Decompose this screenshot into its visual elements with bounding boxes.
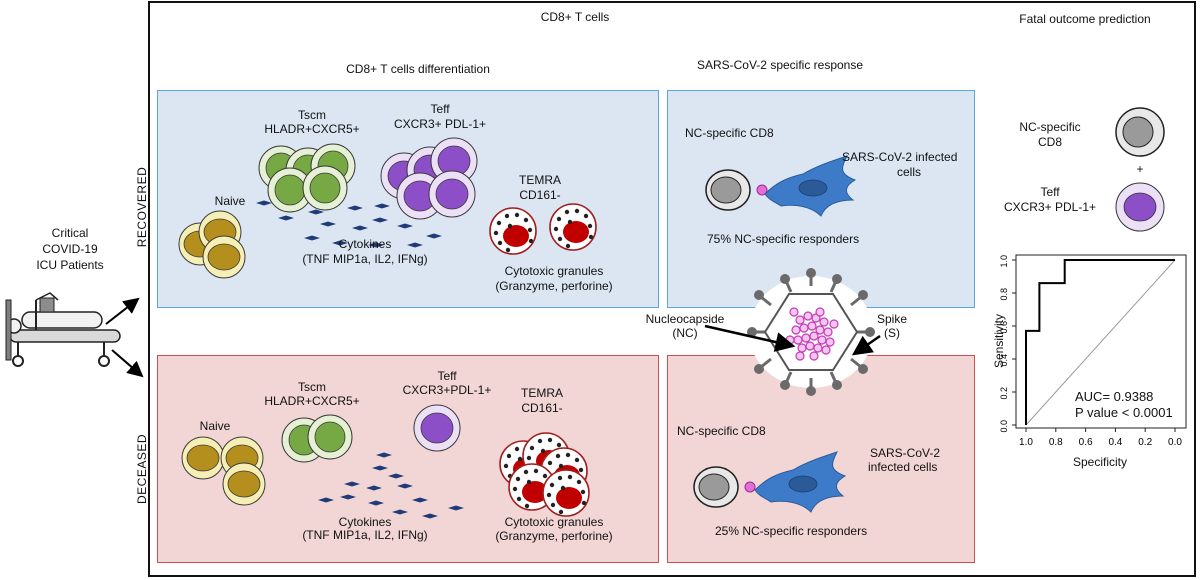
arrow-to-deceased <box>111 349 144 378</box>
deceased-nc-cd8-label: NC-specific CD8 <box>677 424 766 438</box>
roc-x-tick-label: 0.8 <box>1049 437 1063 448</box>
spike-arrow <box>851 334 881 356</box>
patients-line3: ICU Patients <box>36 258 104 272</box>
main-frame <box>148 1 1196 577</box>
roc-x-tick-label: 0.4 <box>1108 437 1122 448</box>
recovered-cytokines-label-2: (TNF MIP1a, IL2, IFNg) <box>302 252 428 266</box>
prediction-teff-label-1: Teff <box>1040 185 1060 199</box>
fatal-title: Fatal outcome prediction <box>1019 12 1151 26</box>
prediction-teff-label-2: CXCR3+ PDL-1+ <box>1003 200 1097 214</box>
deceased-infected-cell <box>754 451 846 513</box>
roc-y-tick-label: 0.8 <box>999 288 1009 301</box>
recovered-responders-label: 75% NC-specific responders <box>707 232 860 246</box>
recovered-infected-cell <box>764 155 856 217</box>
deceased-naive-cells <box>181 436 266 506</box>
recovered-temra-cells <box>489 203 597 255</box>
recovered-temra-label-1: TEMRA <box>519 173 561 187</box>
recovered-teff-cells <box>380 137 478 220</box>
roc-x-tick-label: 1.0 <box>1019 437 1033 448</box>
prediction-teff-cell <box>1115 182 1165 232</box>
specific-title: SARS-CoV-2 specific response <box>696 58 864 72</box>
recovered-tscm-label-1: Tscm <box>298 108 326 122</box>
roc-y-tick-label: 0.6 <box>999 321 1009 334</box>
deceased-temra-cells <box>499 432 590 517</box>
recovered-tscm-cells <box>258 143 356 213</box>
recovered-naive-cells <box>178 210 246 279</box>
deceased-responders-label: 25% NC-specific responders <box>715 524 868 538</box>
recovered-infected-label-1: SARS-CoV-2 infected <box>842 150 958 164</box>
roc-curve <box>1025 259 1175 425</box>
roc-x-tick-label: 0.6 <box>1079 437 1093 448</box>
deceased-granules-label-1: Cytotoxic granules <box>504 515 604 529</box>
nucleocapside-label-1: Nucleocapside <box>645 312 725 326</box>
nucleocapside-label-2: (NC) <box>672 326 698 340</box>
recovered-nc-cd8-label: NC-specific CD8 <box>685 126 774 140</box>
recovered-temra-label-2: CD161- <box>519 188 561 202</box>
deceased-tscm-label-2: HLADR+CXCR5+ <box>264 394 360 408</box>
recovered-nc-cd8-cell <box>705 169 768 211</box>
roc-y-tick-label: 0.2 <box>999 387 1009 400</box>
deceased-temra-label-1: TEMRA <box>521 386 563 400</box>
nc-arrow <box>704 324 796 352</box>
recovered-teff-label-1: Teff <box>430 102 450 116</box>
recovered-teff-label-2: CXCR3+ PDL-1+ <box>393 117 487 131</box>
differentiation-title: CD8+ T cells differentiation <box>346 62 490 76</box>
virus-particle-icon <box>747 268 875 396</box>
deceased-infected-label-2: infected cells <box>868 460 938 474</box>
prediction-nc-label-2: CD8 <box>1037 135 1062 149</box>
prediction-nc-cd8-cell <box>1115 107 1165 157</box>
deceased-tscm-label-1: Tscm <box>298 380 326 394</box>
recovered-cytokines-label-1: Cytokines <box>338 237 392 251</box>
roc-chart: 1.0 0.8 0.6 0.4 0.2 0.0 0.0 0.2 0.4 0.6 0.8 1.0 <box>999 254 1187 448</box>
deceased-cytokines-label-1: Cytokines <box>338 515 392 529</box>
recovered-naive-label: Naive <box>214 194 246 208</box>
deceased-tscm-cells <box>281 414 353 463</box>
deceased-temra-label-2: CD161- <box>521 401 563 415</box>
roc-x-tick-label: 0.0 <box>1168 437 1182 448</box>
deceased-nc-cd8-cell <box>693 466 756 508</box>
roc-auc-annotation: AUC= 0.9388 <box>1075 389 1154 404</box>
deceased-granules-label-2: (Granzyme, perforine) <box>495 529 613 543</box>
deceased-teff-label-2: CXCR3+PDL-1+ <box>402 383 492 397</box>
icu-bed-icon <box>5 292 121 367</box>
patients-line1: Critical <box>51 226 89 240</box>
roc-x-tick-label: 0.2 <box>1138 437 1152 448</box>
deceased-teff-cells <box>413 404 461 452</box>
deceased-naive-label: Naive <box>199 419 231 433</box>
recovered-granules-label-2: (Granzyme, perforine) <box>495 279 613 293</box>
roc-y-tick-label: 1.0 <box>999 255 1009 268</box>
roc-pvalue-annotation: P value < 0.0001 <box>1075 405 1173 420</box>
roc-y-tick-label: 0.0 <box>999 420 1009 433</box>
deceased-teff-label-1: Teff <box>437 369 457 383</box>
deceased-cytokine-diamonds <box>318 452 464 519</box>
cd8-title: CD8+ T cells <box>540 10 610 24</box>
roc-diagonal-line <box>1025 259 1176 426</box>
recovered-tscm-label-2: HLADR+CXCR5+ <box>264 122 360 136</box>
patients-line2: COVID-19 <box>42 242 98 256</box>
roc-y-tick-label: 0.4 <box>999 354 1009 367</box>
spike-label-1: Spike <box>876 312 908 326</box>
deceased-cytokines-label-2: (TNF MIP1a, IL2, IFNg) <box>302 528 428 542</box>
roc-ylabel: Sensitivity <box>992 313 1006 369</box>
roc-xlabel: Specificity <box>1072 455 1128 469</box>
recovered-infected-label-2: cells <box>897 165 922 179</box>
recovered-granules-label-1: Cytotoxic granules <box>504 264 604 278</box>
arrow-to-recovered <box>105 297 140 325</box>
prediction-plus: + <box>1136 162 1144 176</box>
prediction-nc-label-1: NC-specific <box>1019 120 1081 134</box>
spike-label-2: (S) <box>884 326 900 340</box>
deceased-infected-label-1: SARS-CoV-2 <box>870 446 941 460</box>
